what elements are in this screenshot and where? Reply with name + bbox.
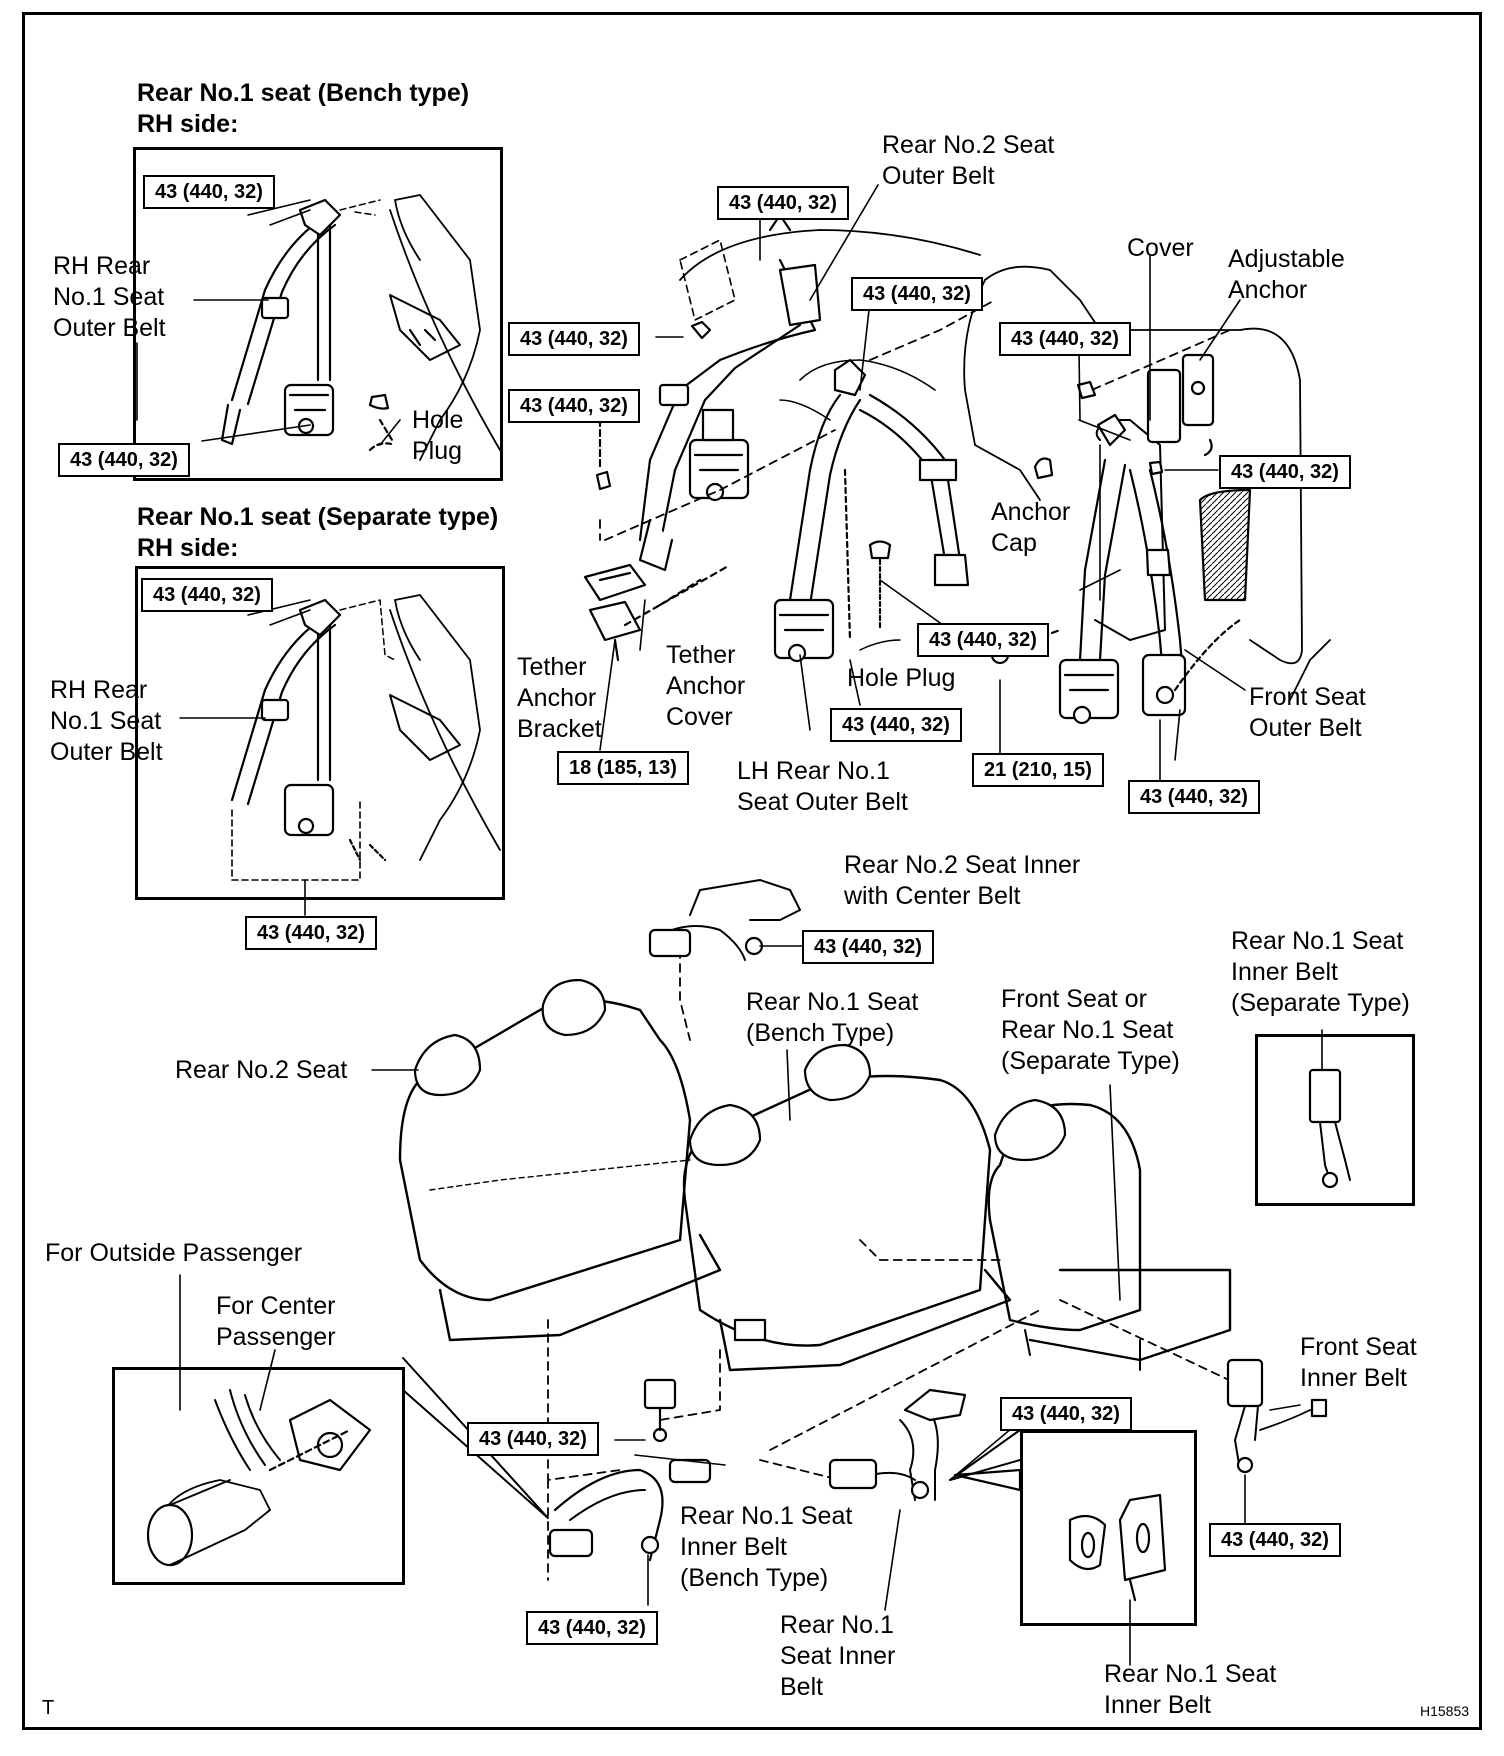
torque-upper-left-2: 43 (440, 32) — [508, 389, 640, 423]
upper-belt-art — [583, 213, 1331, 725]
torque-rear2-inner: 43 (440, 32) — [802, 930, 934, 964]
torque-rear2-outer-top: 43 (440, 32) — [717, 186, 849, 220]
corner-mark-t: T — [42, 1697, 55, 1719]
torque-upper-left-1: 43 (440, 32) — [508, 322, 640, 356]
separate-inset-art — [230, 594, 501, 881]
torque-center-top: 43 (440, 32) — [851, 277, 983, 311]
figure-code: H15853 — [1420, 1703, 1470, 1719]
torque-center-mid: 43 (440, 32) — [917, 623, 1049, 657]
torque-lh-belt: 43 (440, 32) — [830, 708, 962, 742]
label-outside-passenger: For Outside Passenger — [45, 1239, 303, 1267]
torque-bench-top: 43 (440, 32) — [143, 175, 275, 209]
torque-rear1-bench-inner-top: 43 (440, 32) — [467, 1422, 599, 1456]
label-cover: Cover — [1127, 234, 1194, 262]
inset-separate-inner-belt — [1255, 1034, 1415, 1206]
label-rear1-bench-seat: Rear No.1 Seat(Bench Type) — [746, 988, 919, 1047]
torque-rear1-inner-center: 43 (440, 32) — [1000, 1397, 1132, 1431]
torque-bench-bottom: 43 (440, 32) — [58, 443, 190, 477]
header-bench-type: Rear No.1 seat (Bench type)RH side: — [137, 79, 470, 138]
torque-right-top: 43 (440, 32) — [999, 322, 1131, 356]
torque-front-inner: 43 (440, 32) — [1209, 1523, 1341, 1557]
inset-bench-rh — [133, 147, 503, 481]
inset-inner-belt-detail — [1020, 1430, 1197, 1626]
inset-separate-rh — [135, 566, 505, 900]
header-separate-type: Rear No.1 seat (Separate type)RH side: — [137, 503, 499, 562]
label-hole-plug: Hole Plug — [847, 664, 956, 692]
torque-front-outer-bottom: 43 (440, 32) — [1128, 780, 1260, 814]
torque-separate-top: 43 (440, 32) — [141, 578, 273, 612]
seats-art — [146, 879, 1351, 1602]
torque-tether-bracket: 18 (185, 13) — [557, 751, 689, 785]
leader-lines — [136, 184, 1323, 1666]
torque-front-bolt-21: 21 (210, 15) — [972, 753, 1104, 787]
diagram-frame — [22, 12, 1482, 1730]
label-rear2-seat: Rear No.2 Seat — [175, 1056, 348, 1084]
torque-right-middle: 43 (440, 32) — [1219, 455, 1351, 489]
bench-inset-art — [220, 194, 501, 461]
inset-passenger-detail — [112, 1367, 405, 1585]
torque-separate-bottom: 43 (440, 32) — [245, 916, 377, 950]
torque-rear1-bench-inner-bottom: 43 (440, 32) — [526, 1611, 658, 1645]
